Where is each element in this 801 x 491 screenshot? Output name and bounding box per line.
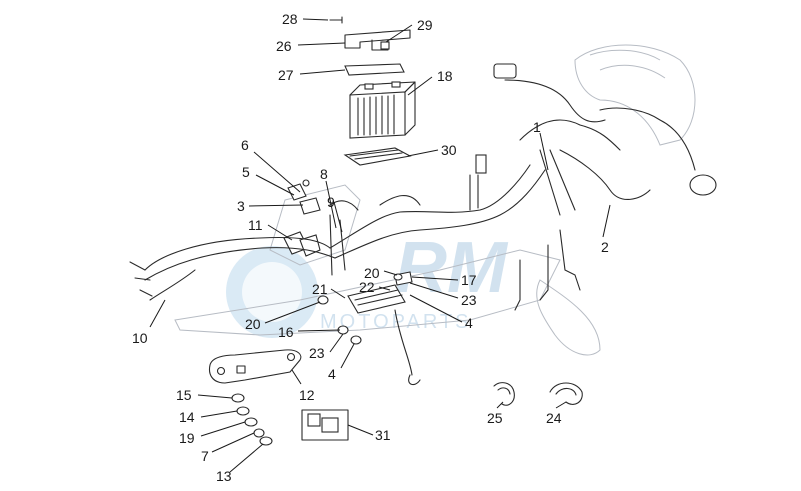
callout-4-lower: 4 bbox=[328, 366, 336, 382]
callout-4-upper: 4 bbox=[465, 315, 473, 331]
callout-2: 2 bbox=[601, 239, 609, 255]
battery-strap bbox=[329, 16, 411, 51]
callout-29: 29 bbox=[417, 17, 433, 33]
callout-5: 5 bbox=[242, 164, 250, 180]
watermark-tagline: MOTOPARTS bbox=[320, 311, 471, 333]
callout-10: 10 bbox=[132, 330, 148, 346]
callout-23-upper: 23 bbox=[461, 292, 477, 308]
callout-27: 27 bbox=[278, 67, 294, 83]
watermark: RM MOTOPARTS bbox=[226, 228, 509, 338]
callout-15: 15 bbox=[176, 387, 192, 403]
callout-22: 22 bbox=[359, 279, 375, 295]
callout-7: 7 bbox=[201, 448, 209, 464]
callout-23-lower: 23 bbox=[309, 345, 325, 361]
callout-6: 6 bbox=[241, 137, 249, 153]
callout-labels: 28 29 26 27 18 30 6 5 8 9 3 11 1 2 10 20… bbox=[132, 11, 609, 484]
callout-20-lower: 20 bbox=[245, 316, 261, 332]
battery-pad bbox=[344, 63, 405, 76]
callout-25: 25 bbox=[487, 410, 503, 426]
watermark-brand: RM bbox=[395, 228, 509, 308]
callout-21: 21 bbox=[312, 281, 328, 297]
callout-28: 28 bbox=[282, 11, 298, 27]
callout-20-upper: 20 bbox=[364, 265, 380, 281]
relay-kit-box bbox=[301, 409, 349, 441]
callout-8: 8 bbox=[320, 166, 328, 182]
callout-9: 9 bbox=[327, 194, 335, 210]
callout-12: 12 bbox=[299, 387, 315, 403]
callout-1: 1 bbox=[533, 119, 541, 135]
cable-clip-25 bbox=[493, 382, 515, 406]
cable-clip-24 bbox=[549, 382, 583, 405]
battery-tray-mat bbox=[343, 147, 412, 166]
callout-14: 14 bbox=[179, 409, 195, 425]
callout-16: 16 bbox=[278, 324, 294, 340]
battery bbox=[349, 81, 416, 139]
mounting-plate bbox=[208, 349, 302, 384]
main-harness-left bbox=[129, 63, 717, 311]
callout-24: 24 bbox=[546, 410, 562, 426]
fuse-holder-cluster bbox=[283, 179, 321, 257]
callout-3: 3 bbox=[237, 198, 245, 214]
callout-18: 18 bbox=[437, 68, 453, 84]
callout-19: 19 bbox=[179, 430, 195, 446]
callout-31: 31 bbox=[375, 427, 391, 443]
callout-26: 26 bbox=[276, 38, 292, 54]
callout-11: 11 bbox=[248, 217, 263, 233]
callout-13: 13 bbox=[216, 468, 232, 484]
leader-lines bbox=[149, 18, 611, 473]
callout-17: 17 bbox=[461, 272, 477, 288]
fastener-stack bbox=[231, 393, 273, 446]
callout-30: 30 bbox=[441, 142, 457, 158]
